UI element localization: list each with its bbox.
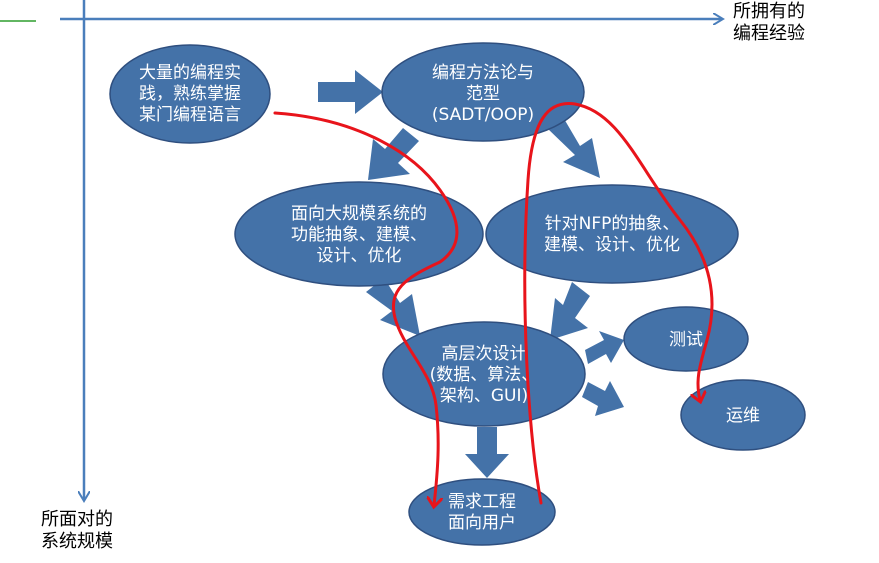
node-operations	[680, 379, 806, 451]
red-path-practice-to-requirements	[273, 111, 459, 505]
node-requirements	[408, 478, 556, 546]
node-functional-text: 面向大规模系统的功能抽象、建模、设计、优化	[291, 204, 427, 266]
arrow-practice-to-methodology	[318, 70, 383, 114]
x-axis-label: 所拥有的 编程经验	[733, 1, 805, 45]
y-axis-label: 所面对的 系统规模	[41, 509, 113, 553]
node-methodology	[381, 42, 585, 142]
red-path-requirements-to-operations	[523, 102, 714, 505]
node-testing	[623, 306, 749, 372]
x-axis-label-line: 所拥有的	[733, 1, 805, 22]
node-high-level-text: 高层次设计(数据、算法、架构、GUI)	[430, 344, 539, 406]
node-requirements-text: 需求工程面向用户	[448, 492, 516, 533]
node-functional	[234, 181, 484, 287]
arrow-nfp-to-highlevel	[550, 282, 590, 340]
arrow-methodology-to-nfp	[547, 117, 600, 178]
y-axis-label-line: 系统规模	[41, 531, 113, 552]
node-testing-text: 测试	[669, 330, 703, 350]
node-nfp	[485, 184, 739, 284]
node-operations-text: 运维	[726, 406, 760, 426]
node-practice	[109, 44, 271, 144]
arrow-highlevel-to-requirements	[465, 427, 509, 478]
node-methodology-text: 编程方法论与范型(SADT/OOP)	[432, 63, 534, 125]
arrow-highlevel-to-testing	[585, 331, 624, 364]
arrow-methodology-to-functional	[368, 128, 419, 180]
node-high-level	[382, 321, 586, 427]
node-practice-text: 大量的编程实践，熟练掌握某门编程语言	[139, 63, 241, 125]
arrow-highlevel-to-operations	[582, 381, 624, 416]
node-nfp-text: 针对NFP的抽象、建模、设计、优化	[544, 214, 680, 255]
x-axis-label-line: 编程经验	[733, 23, 805, 44]
y-axis-label-line: 所面对的	[41, 509, 113, 530]
